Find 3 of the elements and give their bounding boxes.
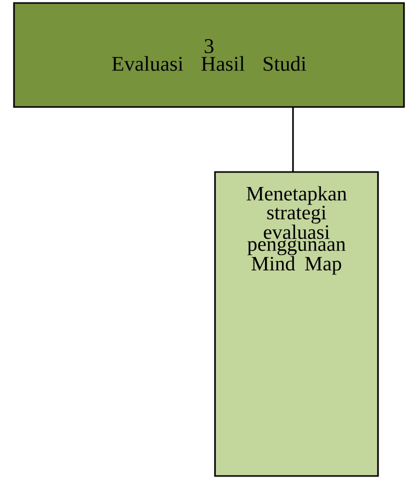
connector-line: [292, 107, 294, 172]
process-box: Menetapkan strategi evaluasi penggunaan Mind Map: [214, 171, 379, 477]
process-box: 3 Evaluasi Hasil Studi: [13, 2, 405, 108]
